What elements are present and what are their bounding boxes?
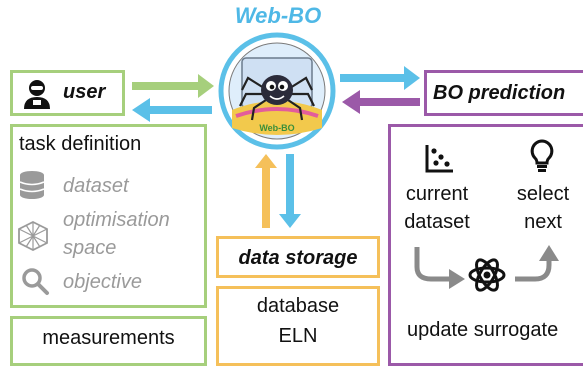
page-title: Web-BO <box>234 3 322 28</box>
measurements-label: measurements <box>42 327 175 349</box>
bo-to-webbo-arrow <box>342 90 420 114</box>
user-box: user <box>10 70 125 116</box>
space-label: space <box>63 237 117 259</box>
storage-to-webbo-arrow <box>255 154 277 228</box>
atom-icon <box>468 258 506 292</box>
webbo-to-storage-arrow <box>279 154 301 228</box>
magnifier-icon <box>22 268 49 295</box>
dataset-label-bo: dataset <box>404 211 470 233</box>
data-storage-header: data storage <box>216 236 380 278</box>
database-label: database <box>256 295 340 317</box>
task-definition-box: task definition dataset optimisation spa… <box>10 124 207 308</box>
eln-label: ELN <box>278 325 318 347</box>
bo-prediction-header: BO prediction <box>424 70 583 116</box>
user-icon <box>24 80 50 109</box>
scatter-plot-icon <box>425 145 453 173</box>
user-to-webbo-arrow <box>132 74 214 98</box>
update-surrogate-label: update surrogate <box>407 319 559 341</box>
lightbulb-icon <box>530 139 554 172</box>
optimisation-label: optimisation <box>63 209 170 231</box>
bo-prediction-title: BO prediction <box>433 82 566 104</box>
bo-prediction-box: current dataset select next update surro… <box>388 124 583 366</box>
database-icon <box>19 171 45 199</box>
logo-label: Web-BO <box>259 123 295 133</box>
select-label: select <box>516 183 570 205</box>
polyhedron-icon <box>18 220 48 252</box>
curved-arrow-up-icon <box>515 245 559 282</box>
data-storage-box: database ELN <box>216 286 380 366</box>
curved-arrow-down-icon <box>414 247 465 289</box>
dataset-label: dataset <box>63 175 129 197</box>
data-storage-title: data storage <box>238 247 358 269</box>
measurements-box: measurements <box>10 316 207 366</box>
task-definition-title: task definition <box>19 133 142 155</box>
objective-label: objective <box>63 271 142 293</box>
web-bo-logo: Web-BO <box>218 32 336 150</box>
current-label: current <box>405 183 469 205</box>
webbo-to-bo-arrow <box>340 66 420 90</box>
webbo-to-user-arrow <box>132 98 212 122</box>
user-label: user <box>63 81 106 103</box>
next-label: next <box>524 211 562 233</box>
